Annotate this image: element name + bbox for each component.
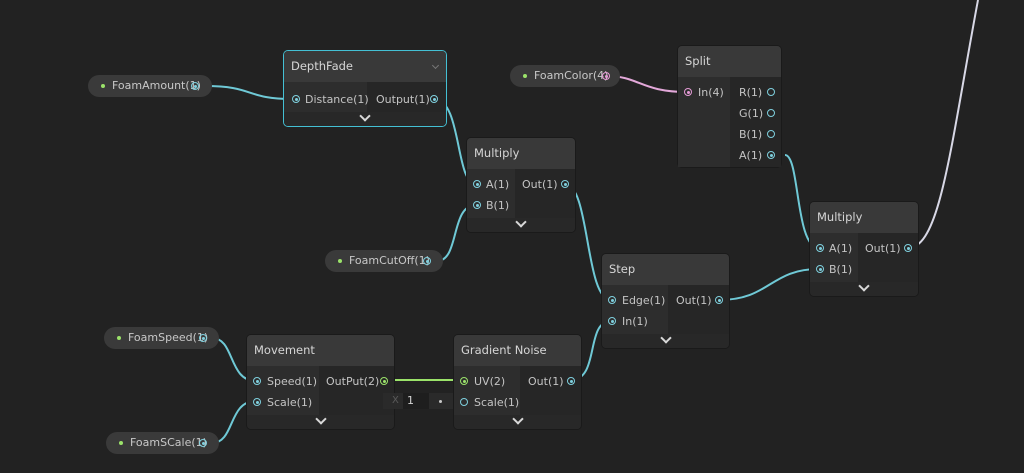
chevron-down-icon bbox=[314, 413, 327, 425]
property-output-port[interactable] bbox=[199, 439, 207, 447]
label-out: Out(1) bbox=[522, 178, 558, 191]
label-speed: Speed(1) bbox=[267, 375, 318, 388]
port-dot-out[interactable] bbox=[567, 377, 575, 385]
collapse-arrow-icon[interactable] bbox=[431, 61, 440, 70]
property-foam-amount[interactable]: FoamAmount(1) bbox=[88, 75, 212, 97]
property-output-port[interactable] bbox=[602, 72, 610, 80]
node-gradient-noise[interactable]: Gradient Noise UV(2) Scale(1) Out(1) bbox=[454, 335, 581, 429]
expand-preview-button[interactable] bbox=[810, 280, 918, 296]
node-title[interactable]: Gradient Noise bbox=[454, 335, 581, 366]
property-label: FoamSCale(1) bbox=[130, 436, 207, 449]
port-dot-scale[interactable] bbox=[253, 398, 261, 406]
label-in: In(4) bbox=[698, 86, 724, 99]
label-output: Output(1) bbox=[376, 93, 430, 106]
property-type-dot bbox=[119, 441, 123, 445]
wire-multiply2-out bbox=[907, 0, 979, 249]
port-dot-r[interactable] bbox=[767, 88, 775, 96]
property-label: FoamSpeed(1) bbox=[128, 331, 209, 344]
node-title[interactable]: Multiply bbox=[810, 202, 918, 233]
property-type-dot bbox=[117, 336, 121, 340]
label-output: OutPut(2) bbox=[326, 375, 380, 388]
property-foam-speed[interactable]: FoamSpeed(1) bbox=[104, 327, 219, 349]
node-movement[interactable]: Movement Speed(1) Scale(1) OutPut(2) bbox=[247, 335, 394, 429]
label-a: A(1) bbox=[829, 242, 853, 255]
node-step[interactable]: Step Edge(1) In(1) Out(1) bbox=[602, 254, 729, 348]
port-dot-a[interactable] bbox=[473, 180, 481, 188]
node-title[interactable]: Step bbox=[602, 254, 729, 285]
node-multiply-1[interactable]: Multiply A(1) B(1) Out(1) bbox=[467, 138, 575, 232]
node-title[interactable]: Multiply bbox=[467, 138, 575, 169]
port-dot-a[interactable] bbox=[767, 151, 775, 159]
chevron-down-icon bbox=[511, 413, 524, 425]
port-dot-b[interactable] bbox=[816, 265, 824, 273]
node-depth-fade[interactable]: DepthFade Distance(1) Output(1) bbox=[284, 51, 446, 126]
port-dot-in[interactable] bbox=[684, 88, 692, 96]
label-edge: Edge(1) bbox=[622, 294, 666, 307]
port-dot-g[interactable] bbox=[767, 109, 775, 117]
port-dot-scale[interactable] bbox=[460, 398, 468, 406]
port-dot-b[interactable] bbox=[767, 130, 775, 138]
label-scale: Scale(1) bbox=[474, 396, 520, 409]
field-connector-dot bbox=[439, 400, 442, 403]
label-in: In(1) bbox=[622, 315, 648, 328]
port-dot-out[interactable] bbox=[715, 296, 723, 304]
node-title[interactable]: DepthFade bbox=[284, 51, 446, 82]
port-dot-distance[interactable] bbox=[292, 95, 300, 103]
port-dot-out[interactable] bbox=[904, 244, 912, 252]
expand-preview-button[interactable] bbox=[247, 413, 394, 429]
chevron-down-icon bbox=[659, 332, 672, 344]
expand-preview-button[interactable] bbox=[602, 332, 729, 348]
label-out: Out(1) bbox=[676, 294, 712, 307]
property-type-dot bbox=[101, 84, 105, 88]
port-dot-uv[interactable] bbox=[460, 377, 468, 385]
port-dot-out[interactable] bbox=[561, 180, 569, 188]
property-type-dot bbox=[338, 259, 342, 263]
label-b: B(1) bbox=[739, 128, 763, 141]
property-foam-color[interactable]: FoamColor(4) bbox=[510, 65, 620, 87]
node-title[interactable]: Split bbox=[678, 46, 781, 77]
property-output-port[interactable] bbox=[199, 334, 207, 342]
property-label: FoamAmount(1) bbox=[112, 79, 201, 92]
chevron-down-icon bbox=[359, 110, 371, 122]
field-axis-label: X bbox=[392, 395, 399, 406]
port-dot-b[interactable] bbox=[473, 201, 481, 209]
field-value[interactable]: 1 bbox=[403, 393, 429, 409]
property-label: FoamCutOff(1) bbox=[349, 254, 430, 267]
expand-preview-button[interactable] bbox=[467, 216, 575, 232]
property-type-dot bbox=[523, 74, 527, 78]
label-g: G(1) bbox=[739, 107, 764, 120]
property-output-port[interactable] bbox=[423, 257, 431, 265]
port-dot-in[interactable] bbox=[608, 317, 616, 325]
label-scale: Scale(1) bbox=[267, 396, 313, 409]
chevron-down-icon bbox=[858, 280, 870, 292]
port-dot-output[interactable] bbox=[430, 95, 438, 103]
node-split[interactable]: Split In(4) R(1) G(1) B(1) A(1) bbox=[678, 46, 781, 167]
label-b: B(1) bbox=[829, 263, 853, 276]
noise-scale-field[interactable]: X 1 bbox=[383, 393, 453, 409]
property-foam-cutoff[interactable]: FoamCutOff(1) bbox=[325, 250, 443, 272]
label-uv: UV(2) bbox=[474, 375, 506, 388]
port-dot-output[interactable] bbox=[380, 377, 388, 385]
label-out: Out(1) bbox=[528, 375, 564, 388]
label-a: A(1) bbox=[486, 178, 510, 191]
wire-foamamount-to-depthfade bbox=[204, 85, 293, 100]
property-output-port[interactable] bbox=[191, 82, 199, 90]
wire-step-to-multiply2 bbox=[718, 268, 820, 301]
property-foam-scale[interactable]: FoamSCale(1) bbox=[106, 432, 219, 454]
port-dot-speed[interactable] bbox=[253, 377, 261, 385]
node-multiply-2[interactable]: Multiply A(1) B(1) Out(1) bbox=[810, 202, 918, 296]
chevron-down-icon bbox=[515, 216, 527, 228]
label-distance: Distance(1) bbox=[305, 93, 369, 106]
port-dot-edge[interactable] bbox=[608, 296, 616, 304]
property-label: FoamColor(4) bbox=[534, 69, 609, 82]
label-b: B(1) bbox=[486, 199, 510, 212]
label-a: A(1) bbox=[739, 149, 763, 162]
node-title[interactable]: Movement bbox=[247, 335, 394, 366]
expand-preview-button[interactable] bbox=[454, 413, 581, 429]
label-out: Out(1) bbox=[865, 242, 901, 255]
label-r: R(1) bbox=[739, 86, 763, 99]
port-dot-a[interactable] bbox=[816, 244, 824, 252]
expand-preview-button[interactable] bbox=[284, 110, 446, 126]
